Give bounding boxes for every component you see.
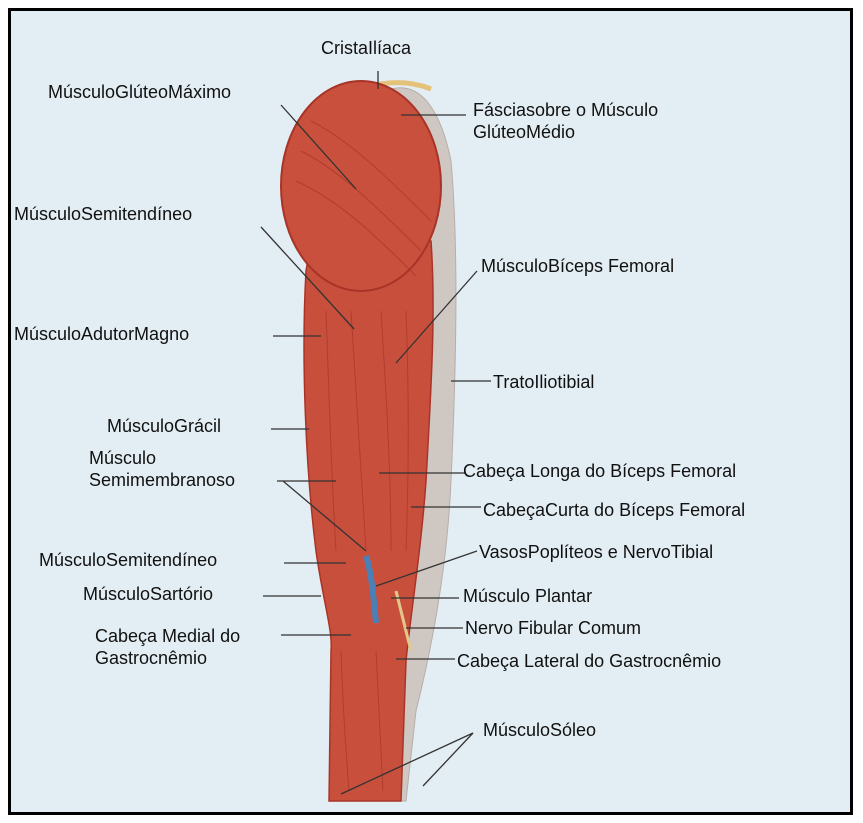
label-nervo-fibular: Nervo Fibular Comum: [465, 617, 641, 639]
label-gracil: MúsculoGrácil: [107, 415, 221, 437]
label-cabeca-lateral: Cabeça Lateral do Gastrocnêmio: [457, 650, 721, 672]
label-semimembranoso: Músculo Semimembranoso: [89, 447, 289, 491]
label-adutor-magno: MúsculoAdutorMagno: [14, 323, 189, 345]
label-cabeca-longa: Cabeça Longa do Bíceps Femoral: [463, 460, 736, 482]
label-biceps-femoral: MúsculoBíceps Femoral: [481, 255, 674, 277]
label-vasos-popliteos: VasosPoplíteos e NervoTibial: [479, 541, 713, 563]
gluteus-maximus-shape: [281, 81, 441, 291]
leg-illustration: [11, 11, 850, 812]
label-crista-iliaca: CristaIlíaca: [321, 37, 411, 59]
label-cabeca-medial: Cabeça Medial do Gastrocnêmio: [95, 625, 281, 669]
label-soleo: MúsculoSóleo: [483, 719, 596, 741]
label-plantar: Músculo Plantar: [463, 585, 592, 607]
label-semitendineo-bottom: MúsculoSemitendíneo: [39, 549, 217, 571]
label-cabeca-curta: CabeçaCurta do Bíceps Femoral: [483, 499, 745, 521]
label-fascia-gluteo-medio: Fásciasobre o Músculo GlúteoMédio: [473, 99, 673, 143]
label-semitendineo-top: MúsculoSemitendíneo: [14, 203, 192, 225]
label-gluteo-maximo: MúsculoGlúteoMáximo: [48, 81, 231, 103]
diagram-frame: CristaIlíaca MúsculoGlúteoMáximo Fáscias…: [8, 8, 853, 815]
label-sartorio: MúsculoSartório: [83, 583, 213, 605]
label-trato-iliotibial: TratoIliotibial: [493, 371, 594, 393]
